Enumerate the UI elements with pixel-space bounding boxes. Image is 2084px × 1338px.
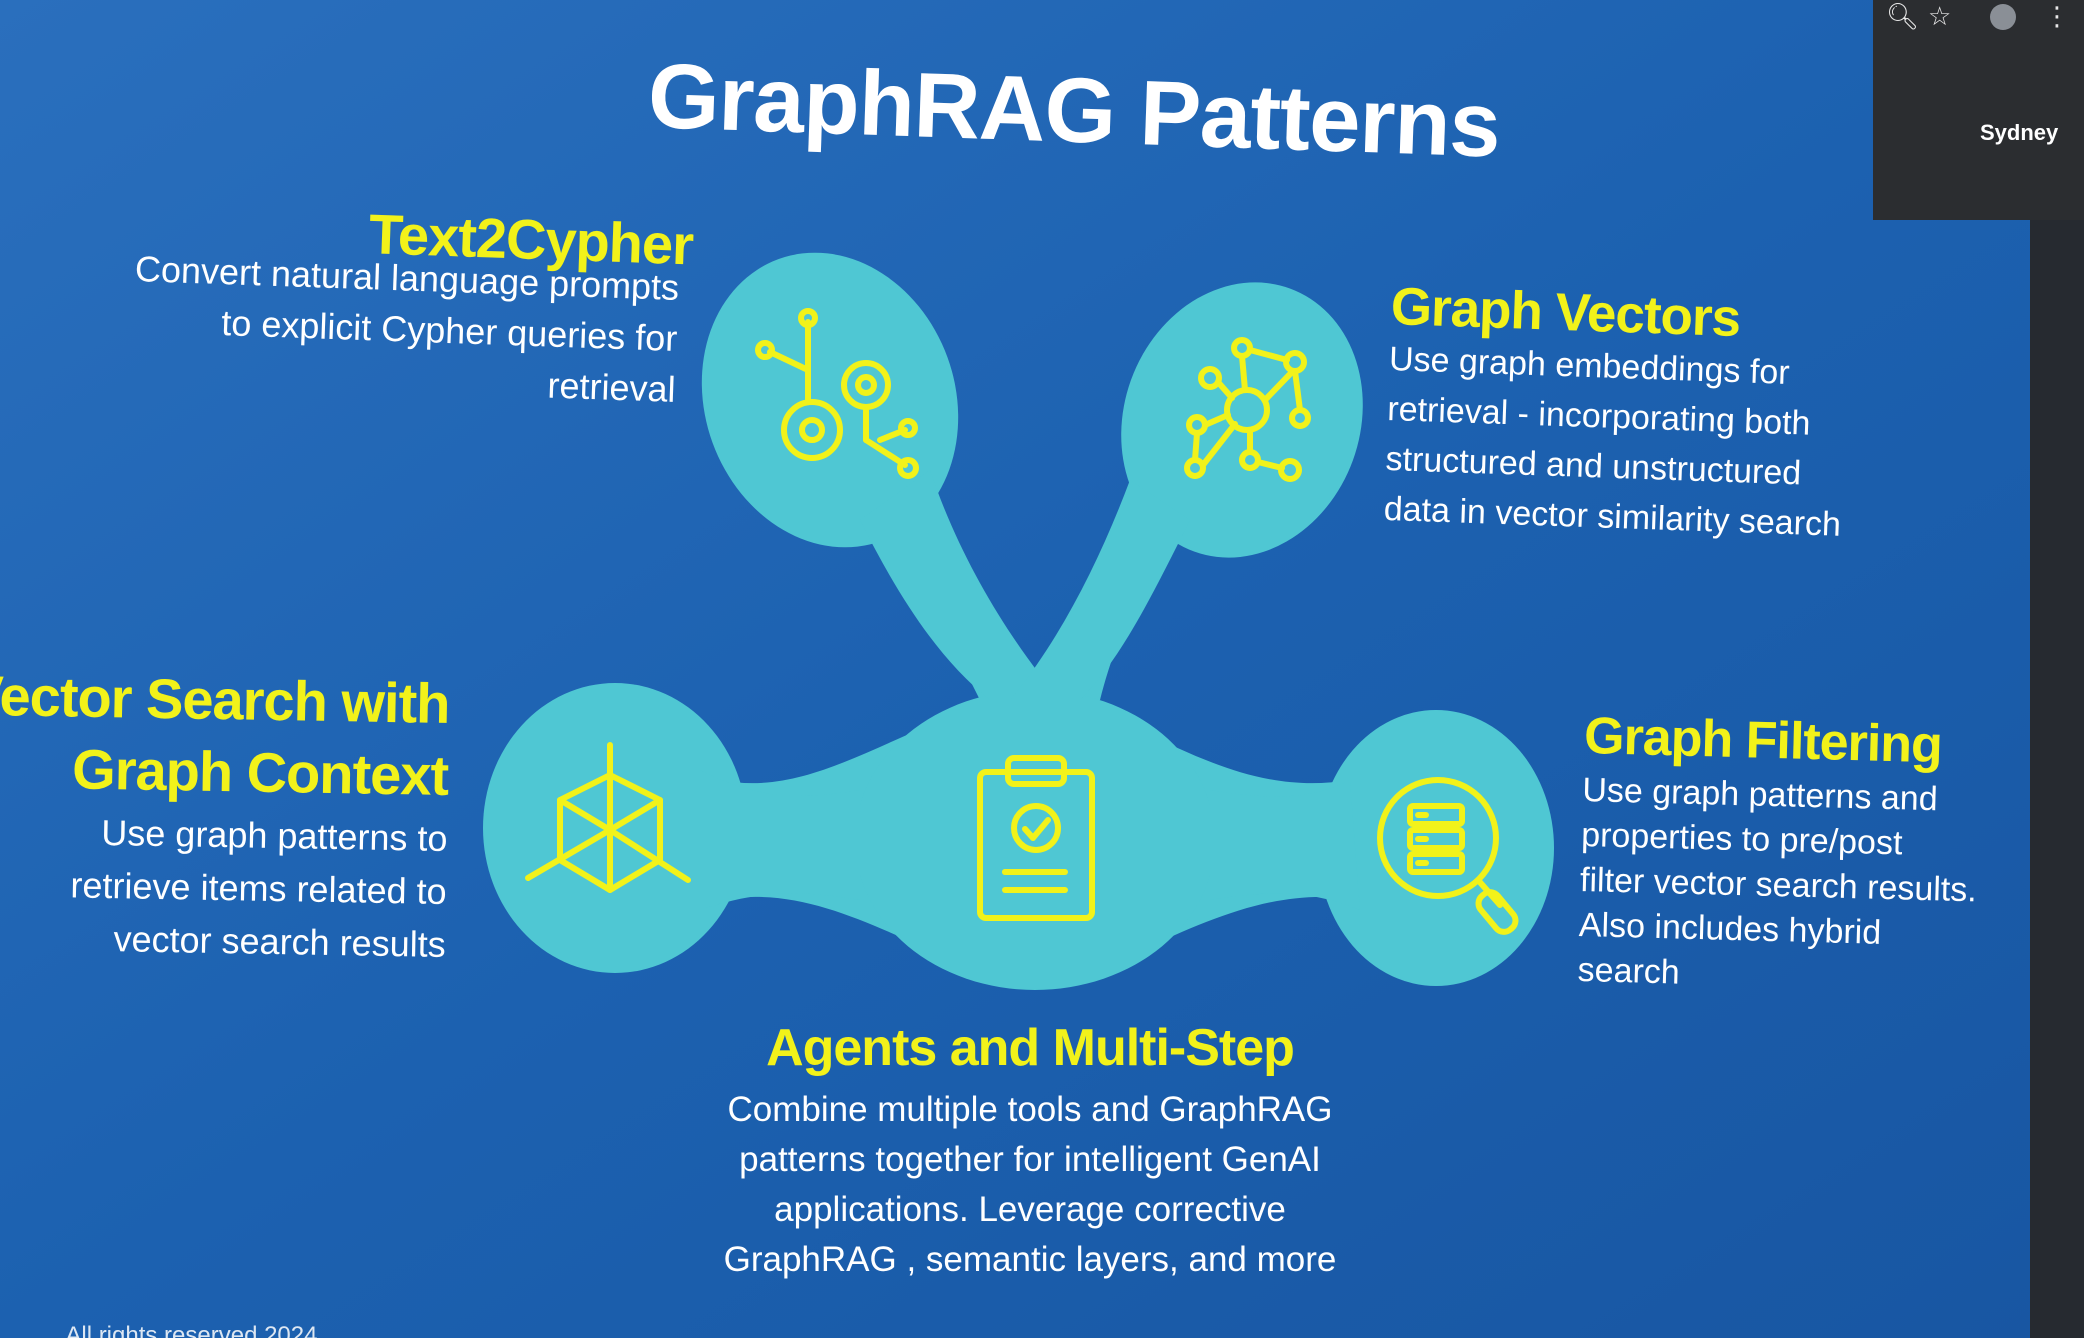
agents-line: Combine multiple tools and GraphRAG [727,1090,1333,1129]
participant-name: Sydney [1980,120,2059,145]
graph-nodes-icon [1184,337,1311,482]
vector-search-description: Use graph patterns to retrieve items rel… [0,804,448,971]
vector-search-line: retrieve items related to [70,864,447,912]
blob-lobe-text2cypher [701,252,959,548]
blob-lobe-graph-vectors [1121,282,1363,558]
blob-neck-left [700,770,860,910]
vector-search-heading-line: Vector Search with [0,663,450,735]
vector-search-line: Use graph patterns to [101,811,448,859]
vector-search-heading-line: Graph Context [71,737,449,807]
avatar-icon[interactable] [1990,4,2016,30]
graph-filtering-description: Use graph patterns and properties to pre… [1577,768,1980,1003]
blob-neck-right [1210,780,1360,910]
vector-search-heading: Vector Search with Graph Context [0,659,450,812]
blob-neck-top-left [860,470,1060,700]
cube-axes-icon [525,742,691,893]
clipboard-check-icon [977,755,1095,921]
more-icon[interactable]: ⋮ [2044,2,2070,32]
graph-vectors-description: Use graph embeddings for retrieval - inc… [1383,334,1847,550]
text2cypher-description: Convert natural language prompts to expl… [35,240,680,415]
vector-search-line: vector search results [113,918,447,965]
blob-neck-top-right [1010,480,1190,700]
screen-edge [2030,220,2084,1338]
agents-line: GraphRAG , semantic layers, and more [723,1240,1337,1279]
star-icon[interactable]: ☆ [1928,2,1952,32]
magnifier-database-icon [1377,777,1519,935]
zoom-icon[interactable]: 🔍︎ [1886,2,1920,32]
agents-line: patterns together for intelligent GenAI [739,1140,1321,1179]
participant-panel [1873,0,2084,220]
gears-network-icon [755,308,919,479]
slide-footer: ... All rights reserved 2024 [40,1322,318,1338]
agents-line: applications. Leverage corrective [774,1190,1286,1229]
graph-filtering-heading: Graph Filtering [1583,706,1943,775]
agents-heading: Agents and Multi-Step [766,1019,1295,1077]
agents-description: Combine multiple tools and GraphRAG patt… [640,1085,1420,1285]
